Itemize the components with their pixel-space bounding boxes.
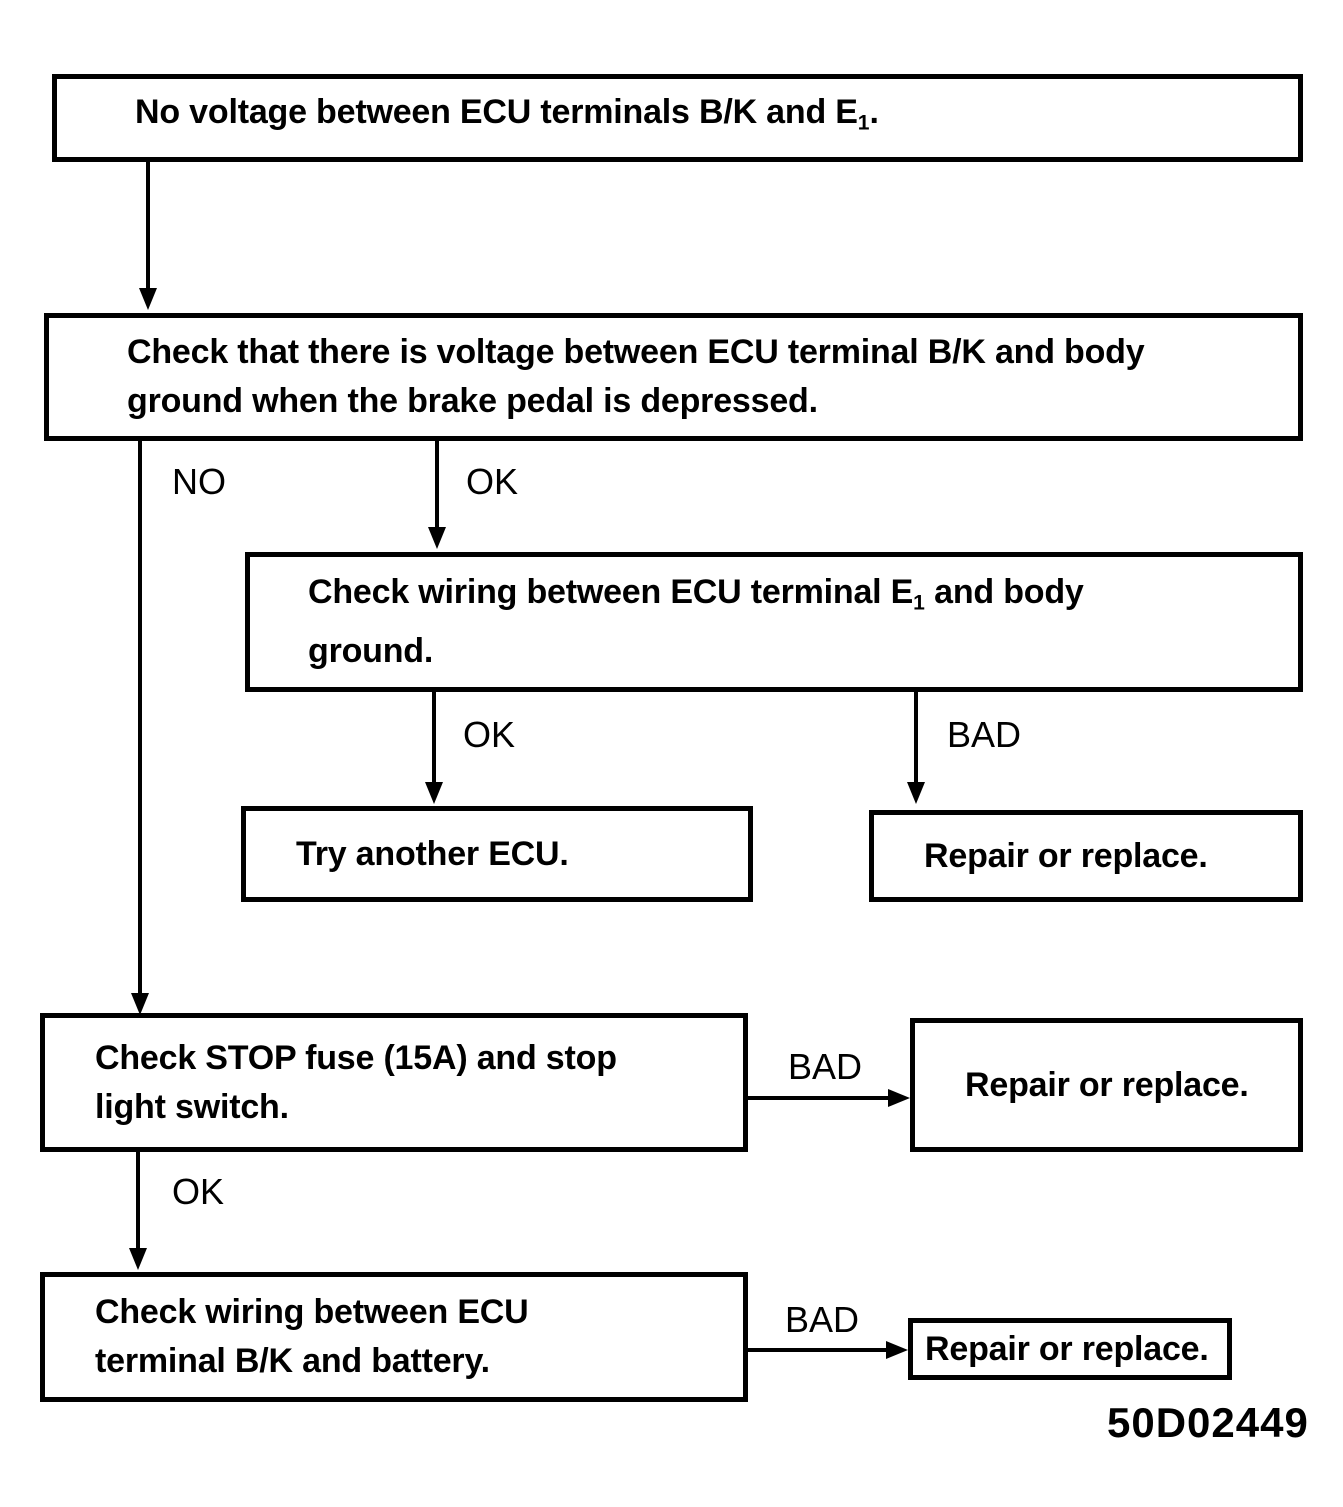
node-check-wiring-e1-subscript: 1 xyxy=(913,591,925,615)
node-repair-or-replace-3: Repair or replace. xyxy=(908,1318,1232,1380)
node-no-voltage-start-text-b: . xyxy=(869,93,879,132)
edge-bad-wiring-battery-to-repair xyxy=(748,1348,892,1352)
node-check-stop-fuse: Check STOP fuse (15A) and stop light swi… xyxy=(40,1013,748,1152)
node-check-voltage-line2: ground when the brake pedal is depressed… xyxy=(127,382,818,420)
edge-label-bad-stop-fuse: BAD xyxy=(788,1046,863,1087)
node-repair-or-replace-1-text: Repair or replace. xyxy=(924,836,1208,875)
edge-bad-stop-fuse-to-repair xyxy=(748,1096,894,1100)
arrowhead-bad-wiring-battery-to-repair xyxy=(886,1341,908,1359)
node-check-wiring-e1-ground: Check wiring between ECU terminal E1 and… xyxy=(245,552,1303,692)
node-try-another-ecu: Try another ECU. xyxy=(241,806,753,902)
edge-ok-to-try-another-ecu xyxy=(432,692,436,784)
node-repair-or-replace-2-text: Repair or replace. xyxy=(965,1065,1249,1104)
node-check-wiring-bk-battery-line1: Check wiring between ECU xyxy=(95,1293,529,1331)
node-check-wiring-e1-line2: ground. xyxy=(308,632,434,671)
node-repair-or-replace-1: Repair or replace. xyxy=(869,810,1303,902)
node-check-wiring-e1-text-b: and body xyxy=(924,572,1084,611)
node-check-wiring-bk-battery-line2: terminal B/K and battery. xyxy=(95,1342,490,1380)
node-no-voltage-start: No voltage between ECU terminals B/K and… xyxy=(52,74,1303,162)
edge-bad-to-repair-replace-1 xyxy=(914,692,918,784)
node-repair-or-replace-2: Repair or replace. xyxy=(910,1018,1303,1152)
node-check-voltage-bk-body-ground: Check that there is voltage between ECU … xyxy=(44,313,1303,441)
edge-label-no: NO xyxy=(172,461,226,502)
node-check-stop-fuse-line2: light switch. xyxy=(95,1087,289,1126)
edge-label-bad-wiring-battery: BAD xyxy=(785,1299,860,1340)
node-check-voltage-line1: Check that there is voltage between ECU … xyxy=(127,333,1145,371)
edge-no-to-stop-fuse xyxy=(138,441,142,995)
arrowhead-bad-stop-fuse-to-repair xyxy=(888,1089,910,1107)
edge-ok-to-wiring-e1 xyxy=(435,441,439,529)
arrowhead-ok-to-wiring-e1 xyxy=(428,527,446,549)
figure-code: 50D02449 xyxy=(1107,1399,1309,1446)
node-check-wiring-bk-battery: Check wiring between ECU terminal B/K an… xyxy=(40,1272,748,1402)
node-no-voltage-start-subscript: 1 xyxy=(857,111,870,135)
node-no-voltage-start-text-a: No voltage between ECU terminals B/K and… xyxy=(135,93,858,132)
node-check-wiring-e1-line1: Check wiring between ECU terminal E1 and… xyxy=(250,568,1298,628)
node-try-another-ecu-text: Try another ECU. xyxy=(296,834,569,873)
edge-label-ok-wiring-e1: OK xyxy=(463,714,516,755)
edge-label-bad-wiring-e1: BAD xyxy=(947,714,1022,755)
node-no-voltage-start-text: No voltage between ECU terminals B/K and… xyxy=(57,88,1298,148)
node-check-wiring-e1-text-a: Check wiring between ECU terminal E xyxy=(308,572,914,611)
edge-label-ok-stop-fuse: OK xyxy=(172,1171,225,1212)
node-check-stop-fuse-line1: Check STOP fuse (15A) and stop xyxy=(95,1038,617,1077)
arrowhead-start-to-voltage-check xyxy=(139,288,157,310)
arrowhead-ok-to-try-another-ecu xyxy=(425,782,443,804)
arrowhead-bad-to-repair-replace-1 xyxy=(907,782,925,804)
arrowhead-no-to-stop-fuse xyxy=(131,993,149,1015)
node-repair-or-replace-3-text: Repair or replace. xyxy=(925,1329,1209,1368)
edge-ok-to-wiring-battery xyxy=(136,1152,140,1250)
edge-start-to-voltage-check xyxy=(146,162,150,290)
arrowhead-ok-to-wiring-battery xyxy=(129,1248,147,1270)
edge-label-ok-voltage-check: OK xyxy=(466,461,519,502)
